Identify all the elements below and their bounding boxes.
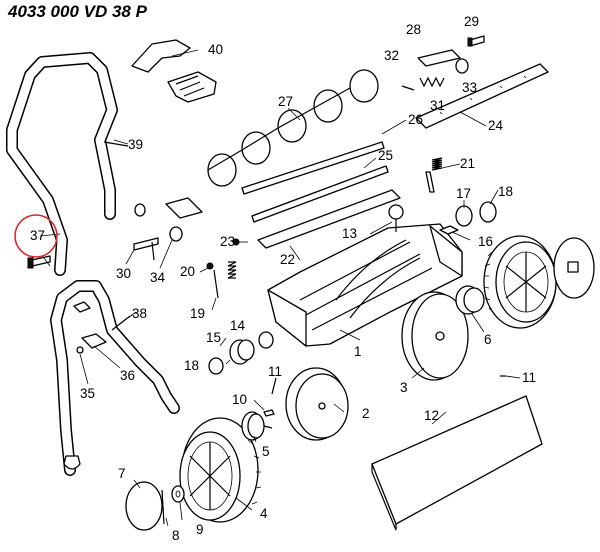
part-37-bolt bbox=[27, 255, 51, 269]
highlight-circle bbox=[14, 214, 58, 258]
label-6: 6 bbox=[484, 332, 492, 347]
label-40: 40 bbox=[208, 42, 223, 57]
part-21-spring bbox=[425, 157, 443, 193]
label-22: 22 bbox=[280, 252, 295, 267]
part-labels: 40 27 26 25 24 28 29 32 33 31 39 21 18 1… bbox=[30, 14, 536, 543]
part-28-lever bbox=[417, 49, 461, 67]
label-19: 19 bbox=[190, 306, 205, 321]
label-27: 27 bbox=[278, 94, 293, 109]
label-39: 39 bbox=[128, 137, 143, 152]
label-3: 3 bbox=[400, 380, 408, 395]
label-5: 5 bbox=[262, 444, 270, 459]
label-35: 35 bbox=[80, 386, 95, 401]
part-16-sleeve bbox=[439, 225, 459, 235]
part-pinion-gear bbox=[455, 285, 485, 315]
label-20: 20 bbox=[180, 264, 195, 279]
label-16: 16 bbox=[478, 234, 493, 249]
part-25-rod bbox=[251, 165, 389, 223]
label-28: 28 bbox=[406, 22, 421, 37]
label-7: 7 bbox=[118, 466, 126, 481]
label-4: 4 bbox=[260, 506, 268, 521]
part-24-bed-knife bbox=[415, 63, 549, 129]
part-20-nut bbox=[206, 262, 214, 270]
part-32-pin bbox=[401, 85, 415, 91]
part-11-screw bbox=[263, 375, 506, 429]
label-30: 30 bbox=[116, 266, 131, 281]
label-18b: 18 bbox=[184, 358, 199, 373]
part-34-bracket bbox=[151, 197, 203, 261]
part-27-rollers bbox=[207, 69, 379, 187]
label-29: 29 bbox=[464, 14, 479, 29]
diagram-title: 4033 000 VD 38 P bbox=[8, 2, 147, 21]
label-11b: 11 bbox=[522, 370, 536, 385]
label-37: 37 bbox=[30, 228, 45, 243]
part-17-bushing bbox=[455, 205, 473, 227]
label-32: 32 bbox=[384, 48, 399, 63]
label-31: 31 bbox=[430, 98, 445, 113]
part-wheel-hub-disc bbox=[553, 237, 595, 299]
part-8-pin bbox=[161, 489, 165, 525]
part-29-bolt bbox=[467, 35, 485, 47]
label-33: 33 bbox=[462, 80, 477, 95]
label-11a: 11 bbox=[268, 364, 282, 379]
label-1: 1 bbox=[354, 344, 362, 359]
label-14: 14 bbox=[230, 318, 246, 333]
part-14-bushing bbox=[258, 331, 274, 349]
part-22-bar bbox=[257, 189, 401, 249]
label-2: 2 bbox=[362, 406, 370, 421]
part-13-knob bbox=[388, 204, 404, 232]
part-26-shaft bbox=[241, 141, 385, 195]
part-small-washer bbox=[134, 203, 146, 217]
part-5-gear bbox=[241, 411, 265, 441]
label-8: 8 bbox=[172, 528, 180, 543]
label-25: 25 bbox=[378, 148, 393, 163]
part-31-spring bbox=[419, 76, 445, 88]
part-35-bolt bbox=[76, 346, 84, 354]
label-10: 10 bbox=[232, 392, 247, 407]
part-7-disc bbox=[125, 481, 163, 531]
label-36: 36 bbox=[120, 368, 135, 383]
part-18-nut bbox=[208, 201, 497, 375]
label-12: 12 bbox=[424, 408, 439, 423]
label-18a: 18 bbox=[498, 184, 513, 199]
label-13: 13 bbox=[342, 226, 357, 241]
part-38-lower-handle bbox=[50, 280, 180, 476]
part-19-bolt bbox=[213, 261, 237, 299]
label-23: 23 bbox=[220, 234, 235, 249]
part-2-cover-disc bbox=[285, 367, 349, 441]
label-21: 21 bbox=[460, 156, 475, 171]
part-6-drive-wheel bbox=[483, 235, 557, 329]
label-38: 38 bbox=[132, 306, 147, 321]
part-9-washer bbox=[171, 485, 185, 503]
part-15-gear bbox=[229, 339, 255, 365]
part-40-grip bbox=[131, 39, 217, 103]
label-24: 24 bbox=[488, 118, 504, 133]
part-33-bushing bbox=[455, 58, 469, 74]
part-3-wheel-cover bbox=[401, 291, 469, 381]
label-34: 34 bbox=[150, 270, 166, 285]
label-15: 15 bbox=[206, 330, 221, 345]
label-9: 9 bbox=[196, 522, 204, 537]
part-36-handle-clamp bbox=[73, 301, 107, 349]
label-17: 17 bbox=[456, 186, 471, 201]
part-39-upper-handle bbox=[6, 52, 129, 276]
part-12-rear-flap bbox=[371, 395, 543, 531]
part-1-reel-frame bbox=[267, 223, 463, 347]
label-26: 26 bbox=[408, 112, 423, 127]
leader-lines bbox=[39, 49, 521, 527]
part-10-key bbox=[263, 409, 275, 417]
part-30-bolt bbox=[133, 237, 159, 251]
part-4-wheel bbox=[179, 417, 262, 523]
